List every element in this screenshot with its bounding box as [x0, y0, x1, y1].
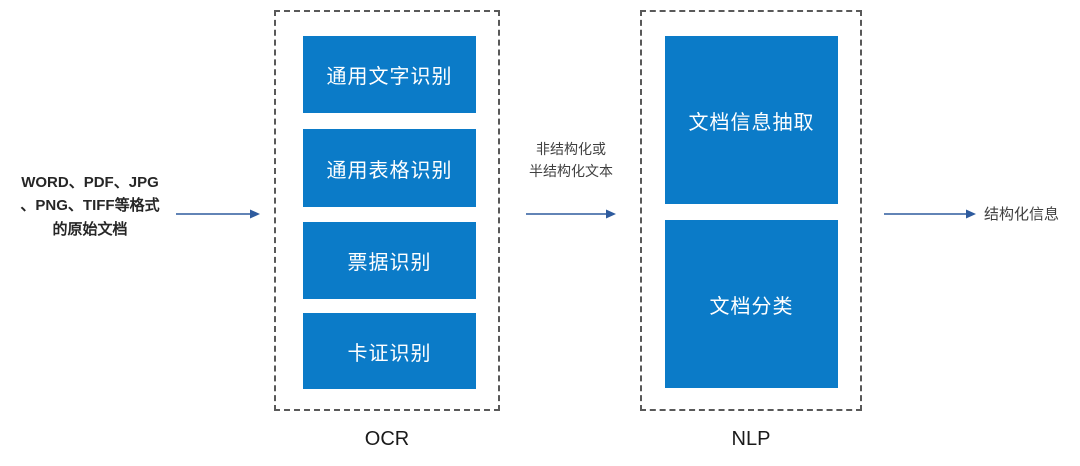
- ocr-block-receipt-recognition[interactable]: 票据识别: [303, 222, 476, 299]
- ocr-block-label: 通用表格识别: [326, 157, 453, 182]
- input-label-line-2: 、PNG、TIFF等格式: [20, 197, 160, 215]
- middle-label-line-2: 半结构化文本: [529, 164, 613, 181]
- nlp-group-container: [640, 10, 862, 411]
- nlp-block-label: 文档信息抽取: [688, 109, 815, 134]
- input-label-line-1: WORD、PDF、JPG: [21, 174, 159, 191]
- nlp-block-document-classification[interactable]: 文档分类: [665, 220, 838, 388]
- ocr-block-label: 卡证识别: [347, 340, 432, 365]
- ocr-block-label: 通用文字识别: [326, 64, 453, 88]
- ocr-block-general-table-recognition[interactable]: 通用表格识别: [303, 129, 476, 207]
- nlp-block-label: 文档分类: [709, 293, 794, 318]
- arrow-ocr-to-nlp: [526, 209, 616, 219]
- ocr-group-container: [274, 10, 500, 411]
- input-label-line-3: 的原始文档: [52, 220, 128, 238]
- input-document-label: WORD、PDF、JPG 、PNG、TIFF等格式 的原始文档: [4, 171, 176, 241]
- middle-transition-label: 非结构化或 半结构化文本: [518, 139, 624, 184]
- arrow-input-to-ocr: [176, 209, 260, 219]
- arrow-nlp-to-output: [884, 209, 976, 219]
- ocr-group-caption: OCR: [364, 428, 410, 450]
- ocr-block-label: 票据识别: [347, 250, 432, 274]
- ocr-block-general-text-recognition[interactable]: 通用文字识别: [303, 36, 476, 113]
- nlp-group-caption: NLP: [731, 428, 771, 450]
- nlp-block-document-information-extraction[interactable]: 文档信息抽取: [665, 36, 838, 204]
- ocr-block-card-certificate-recognition[interactable]: 卡证识别: [303, 313, 476, 389]
- output-structured-information-label: 结构化信息: [984, 205, 1060, 223]
- middle-label-line-1: 非结构化或: [536, 142, 606, 158]
